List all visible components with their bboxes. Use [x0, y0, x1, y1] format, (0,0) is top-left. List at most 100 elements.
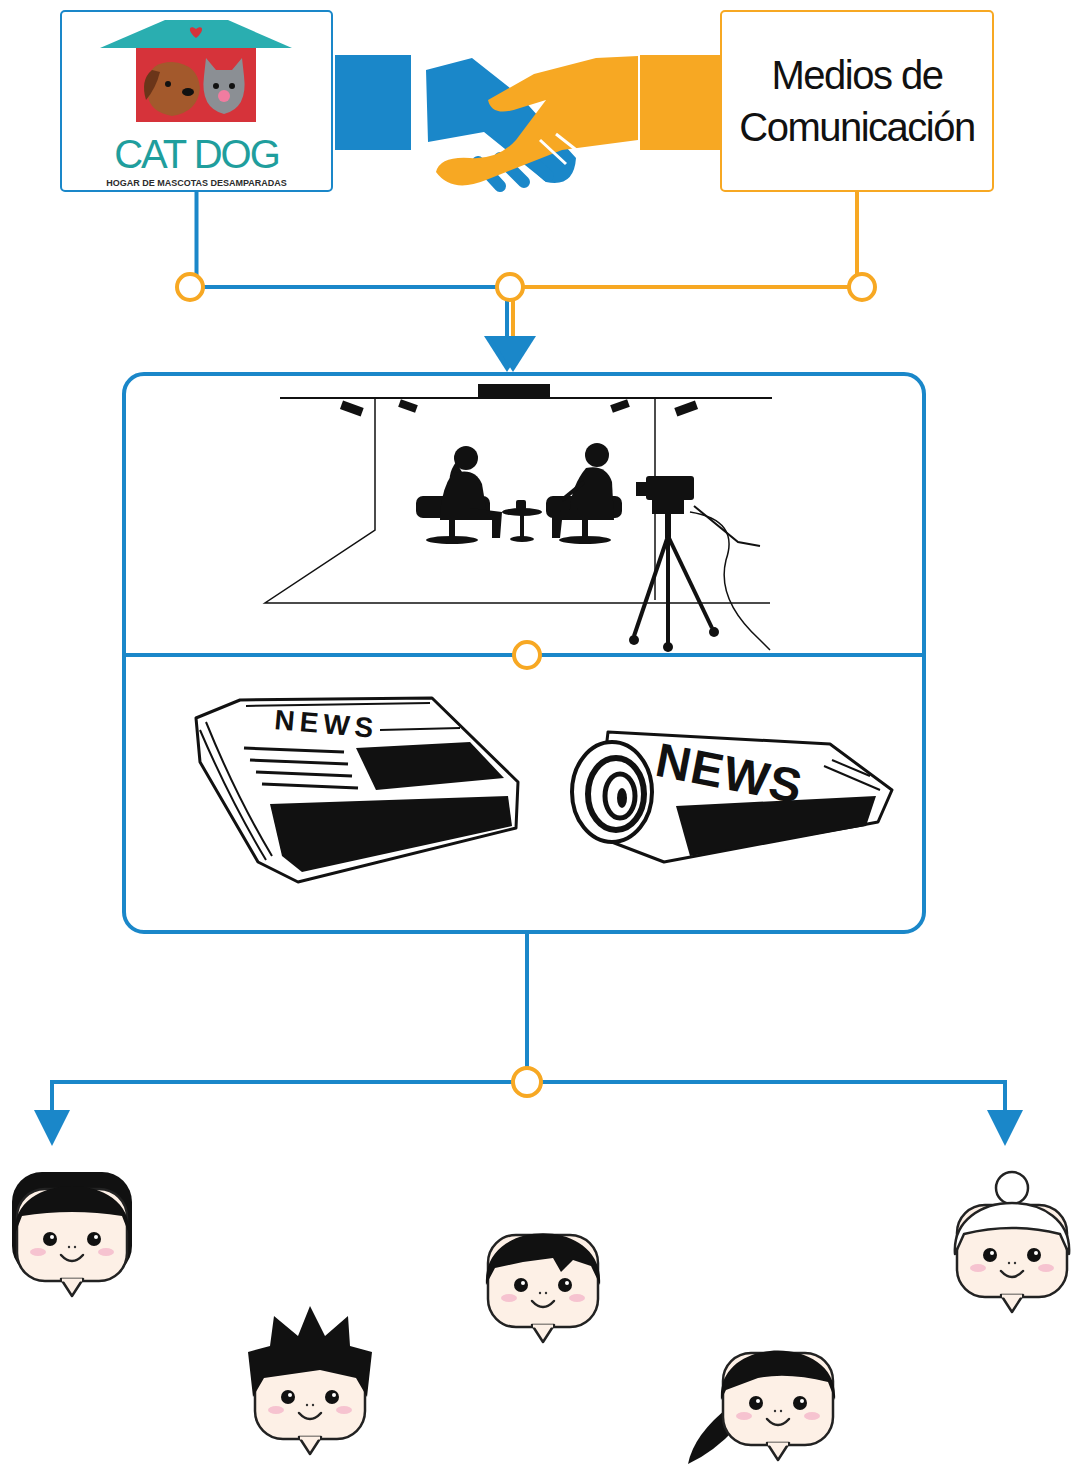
folded-newspaper	[262, 784, 358, 788]
folded-newspaper	[356, 742, 504, 790]
catdog-logo	[182, 88, 194, 96]
tv-studio	[652, 500, 684, 514]
tv-studio	[510, 536, 534, 542]
panel-divider	[124, 642, 924, 668]
tv-studio	[610, 399, 630, 413]
tv-studio	[709, 627, 719, 637]
catdog-logo	[136, 48, 256, 122]
tv-studio	[398, 399, 418, 413]
handshake	[640, 55, 720, 150]
tv-studio	[265, 384, 772, 652]
catdog-logo	[229, 83, 235, 89]
audience-connector	[987, 1110, 1023, 1146]
tv-studio	[562, 482, 584, 500]
handshake	[540, 134, 584, 164]
face-boy-spiky	[248, 1306, 372, 1397]
rolled-newspaper	[832, 760, 870, 776]
newspaper-headline: NEWS	[273, 704, 379, 745]
face-boy	[486, 1233, 600, 1285]
folded-newspaper	[196, 698, 518, 882]
folded-newspaper	[196, 698, 518, 882]
tv-studio	[340, 400, 364, 416]
face-boy-spiky	[248, 1306, 372, 1454]
face-girl-ponytail	[721, 1351, 835, 1401]
face-girl	[12, 1172, 132, 1296]
tv-studio	[665, 512, 671, 538]
tv-studio	[666, 536, 670, 644]
connector-line	[197, 192, 508, 366]
folded-newspaper	[244, 748, 344, 752]
catdog-logo	[100, 20, 292, 48]
tv-studio	[663, 642, 673, 652]
media-box: Medios de Comunicación	[720, 10, 994, 192]
handshake	[335, 55, 411, 150]
face-girl-ponytail	[688, 1351, 835, 1465]
rolled-newspaper	[605, 774, 635, 818]
face-grandmother	[996, 1172, 1028, 1204]
tv-studio	[690, 512, 770, 650]
tv-studio	[265, 398, 770, 603]
tv-studio	[585, 443, 609, 467]
tv-studio	[552, 508, 586, 538]
folded-newspaper	[270, 796, 512, 872]
tv-studio	[674, 400, 698, 416]
junction-dots	[177, 274, 875, 300]
junction-dot	[849, 274, 875, 300]
folded-newspaper	[250, 760, 348, 764]
organization-box: CAT DOG HOGAR DE MASCOTAS DESAMPARADAS	[60, 10, 333, 192]
logo-text: CAT DOG	[114, 134, 279, 174]
tv-studio	[340, 400, 364, 416]
audience-connector	[513, 1068, 541, 1096]
tv-studio	[520, 512, 524, 538]
catdog-logo	[165, 81, 171, 87]
tv-studio	[694, 506, 760, 546]
folded-newspaper	[256, 772, 352, 776]
audience-connector	[525, 934, 529, 1070]
catdog-logo	[213, 83, 219, 89]
catdog-logo	[218, 90, 230, 102]
connector-line	[513, 192, 857, 366]
media-title: Medios de Comunicación	[732, 49, 982, 153]
catdog-logo	[144, 70, 160, 100]
tv-studio	[646, 476, 694, 500]
connectors	[197, 192, 858, 366]
face-grandmother	[955, 1203, 1069, 1254]
tv-studio	[478, 384, 550, 398]
tv-studio	[426, 536, 478, 544]
tv-studio	[516, 500, 526, 510]
catdog-logo	[203, 58, 244, 114]
rolled-newspaper	[588, 758, 644, 830]
folded-newspaper	[200, 722, 272, 860]
catdog-logo	[190, 27, 202, 38]
tv-studio	[674, 400, 698, 416]
media-panel: NEWS NEWS	[122, 372, 926, 934]
audience-connector	[34, 1110, 70, 1146]
tv-studio	[634, 536, 668, 636]
face-boy	[486, 1233, 600, 1342]
face-grandmother	[955, 1172, 1069, 1312]
rolled-newspaper	[572, 732, 892, 862]
catdog-logo	[100, 20, 292, 122]
tv-studio	[668, 536, 712, 628]
rolled-newspaper	[824, 766, 880, 790]
folded-newspaper	[246, 703, 430, 706]
newspaper-headline: NEWS	[652, 732, 808, 814]
catdog-logo	[148, 62, 200, 116]
tv-studio	[610, 399, 630, 413]
logo-subtitle: HOGAR DE MASCOTAS DESAMPARADAS	[106, 179, 287, 189]
audience-connector	[1003, 1080, 1007, 1112]
tv-studio	[559, 536, 611, 544]
junction-dot	[177, 274, 203, 300]
junction-dot	[497, 274, 523, 300]
rolled-newspaper	[572, 742, 652, 842]
tv-studio	[636, 482, 648, 496]
panel-divider	[514, 642, 540, 668]
tv-studio	[629, 635, 639, 645]
tv-studio	[398, 399, 418, 413]
rolled-newspaper	[617, 788, 627, 808]
tv-studio	[470, 508, 502, 538]
